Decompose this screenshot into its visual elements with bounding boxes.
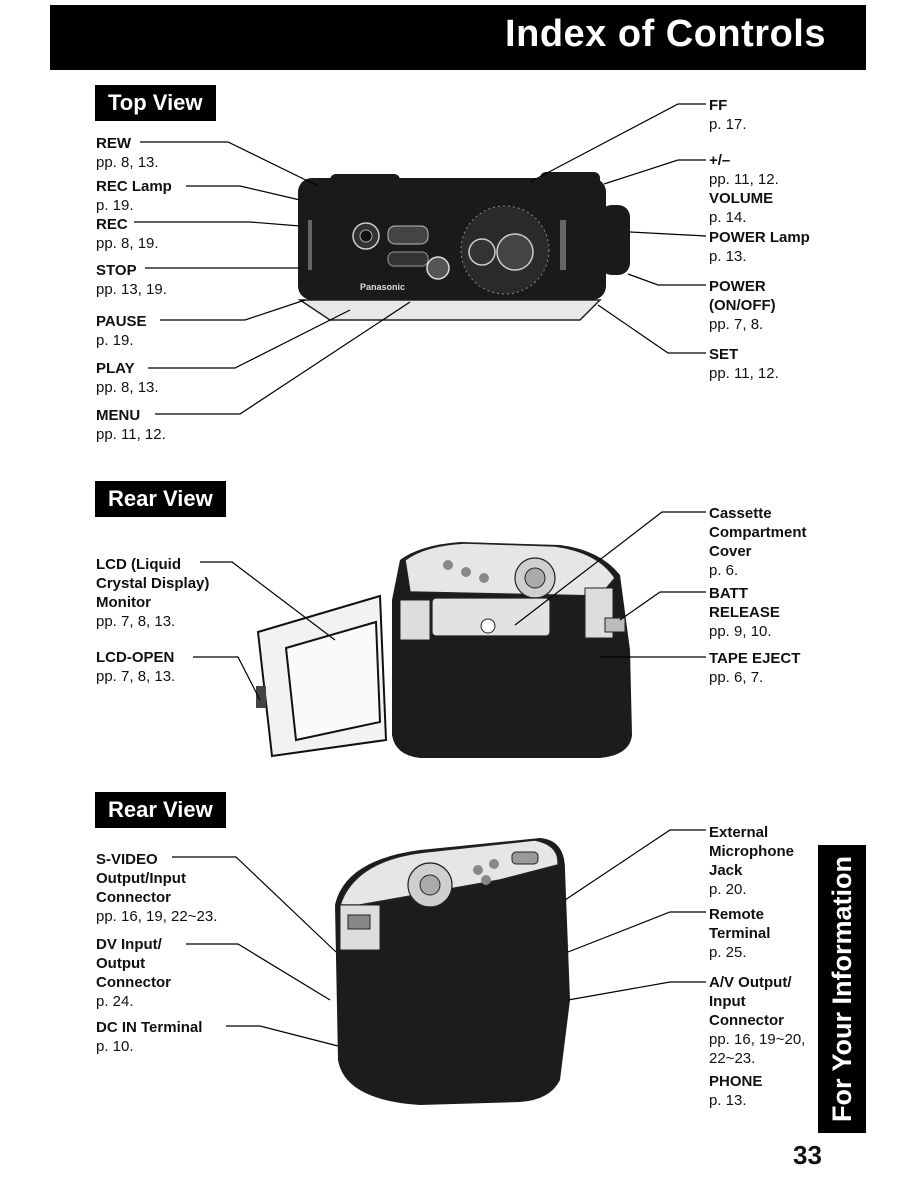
- label-tape-eject: TAPE EJECT pp. 6, 7.: [709, 650, 801, 686]
- label-cassette-cover: Cassette Compartment Cover p. 6.: [709, 505, 807, 579]
- label-dc-in-terminal: DC IN Terminal p. 10.: [96, 1019, 203, 1055]
- label-power-lamp: POWER Lamp p. 13.: [709, 229, 810, 265]
- top-view-camera-illustration: Panasonic: [297, 172, 630, 321]
- side-tab: For Your Information: [818, 845, 866, 1133]
- label-rew: REW pp. 8, 13.: [96, 135, 159, 171]
- section-top-view: Top View: [95, 85, 216, 121]
- label-phone: PHONE p. 13.: [709, 1073, 763, 1109]
- label-batt-release: BATT RELEASE pp. 9, 10.: [709, 585, 780, 640]
- label-s-video: S-VIDEO Output/Input Connector pp. 16, 1…: [96, 851, 218, 925]
- side-tab-text: For Your Information: [827, 856, 857, 1122]
- label-play: PLAY pp. 8, 13.: [96, 360, 159, 396]
- label-lcd-open: LCD-OPEN pp. 7, 8, 13.: [96, 649, 176, 685]
- label-external-mic-jack: External Microphone Jack p. 20.: [709, 824, 794, 898]
- label-dv-input-output: DV Input/ Output Connector p. 24.: [96, 936, 171, 1010]
- page-number: 33: [793, 1140, 822, 1170]
- section-rear-view-1: Rear View: [95, 481, 226, 517]
- label-rec: REC pp. 8, 19.: [96, 216, 159, 252]
- section-rear-view-2: Rear View: [95, 792, 226, 828]
- label-rec-lamp: REC Lamp p. 19.: [96, 178, 172, 214]
- label-av-output-input: A/V Output/ Input Connector pp. 16, 19~2…: [709, 974, 806, 1067]
- label-volume: VOLUME p. 14.: [709, 190, 774, 226]
- label-stop: STOP pp. 13, 19.: [96, 262, 167, 298]
- label-pause: PAUSE p. 19.: [96, 313, 147, 349]
- label-set: SET pp. 11, 12.: [709, 346, 779, 382]
- label-lcd-monitor: LCD (Liquid Crystal Display) Monitor pp.…: [96, 556, 210, 630]
- header-banner: Index of Controls: [50, 5, 866, 70]
- page-title: Index of Controls: [505, 13, 826, 55]
- rear-view-1-camera-illustration: [256, 542, 632, 758]
- label-remote-terminal: Remote Terminal p. 25.: [709, 906, 771, 961]
- label-plus-minus: +/– pp. 11, 12.: [709, 152, 779, 188]
- camera-brand-label: Panasonic: [360, 282, 405, 292]
- label-menu: MENU pp. 11, 12.: [96, 407, 166, 443]
- rear-view-2-camera-illustration: [335, 838, 570, 1105]
- label-power: POWER (ON/OFF) pp. 7, 8.: [709, 278, 776, 333]
- label-ff: FF p. 17.: [709, 97, 747, 133]
